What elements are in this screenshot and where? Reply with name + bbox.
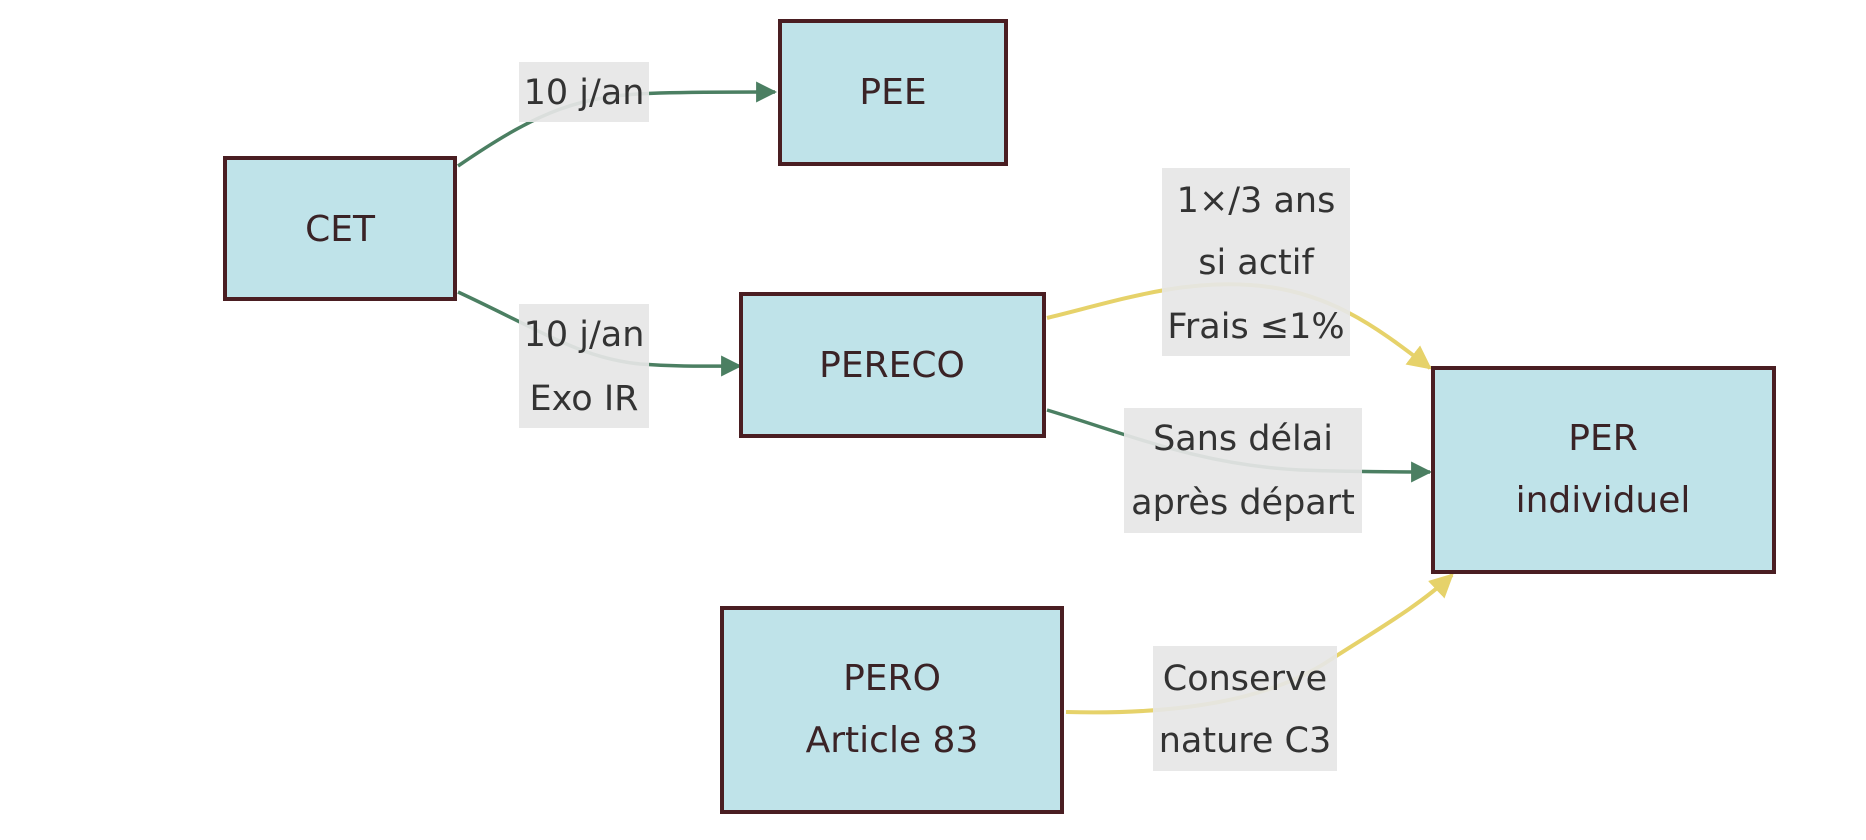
edge-label-cet-pee: 10 j/an (519, 62, 649, 122)
edge-label-pereco-per-green: Sans délai après départ (1124, 408, 1362, 533)
edge-label-line: 10 j/an (524, 315, 645, 355)
node-box (720, 606, 1064, 814)
node-pereco: PERECO (739, 292, 1046, 438)
edge-label-line: 1×/3 ans (1177, 181, 1336, 221)
node-box (223, 156, 457, 301)
node-box (778, 19, 1008, 166)
node-label: CET (305, 209, 376, 250)
edge-label-background (1162, 168, 1350, 356)
edge-label-line: 10 j/an (524, 73, 645, 113)
edge-label-background (519, 62, 649, 122)
edge-label-background (1153, 646, 1337, 771)
node-label: PERECO (819, 345, 965, 386)
edge-label-line: après départ (1131, 483, 1355, 523)
node-cet: CET (223, 156, 457, 301)
edge-label-background (1124, 408, 1362, 533)
node-label: individuel (1516, 480, 1691, 521)
node-pero: PERO Article 83 (720, 606, 1064, 814)
node-label: Article 83 (806, 720, 979, 761)
node-label: PEE (859, 72, 926, 113)
node-label: PERO (843, 658, 941, 699)
edge-label-pereco-per-yellow: 1×/3 ans si actif Frais ≤1% (1162, 168, 1350, 356)
node-box (1431, 366, 1776, 574)
edge-label-line: si actif (1198, 243, 1314, 283)
node-per-individuel: PER individuel (1431, 366, 1776, 574)
edge-label-cet-pereco: 10 j/an Exo IR (519, 304, 649, 428)
edge-label-pero-per: Conserve nature C3 (1153, 646, 1337, 771)
edge-label-background (519, 304, 649, 428)
edge-label-line: Exo IR (530, 379, 639, 419)
node-label: PER (1568, 418, 1637, 459)
node-pee: PEE (778, 19, 1008, 166)
edge-label-line: Conserve (1163, 659, 1327, 699)
node-box (739, 292, 1046, 438)
edge-label-line: nature C3 (1159, 721, 1332, 761)
edge-label-line: Frais ≤1% (1167, 307, 1344, 347)
edge-label-line: Sans délai (1153, 419, 1333, 459)
